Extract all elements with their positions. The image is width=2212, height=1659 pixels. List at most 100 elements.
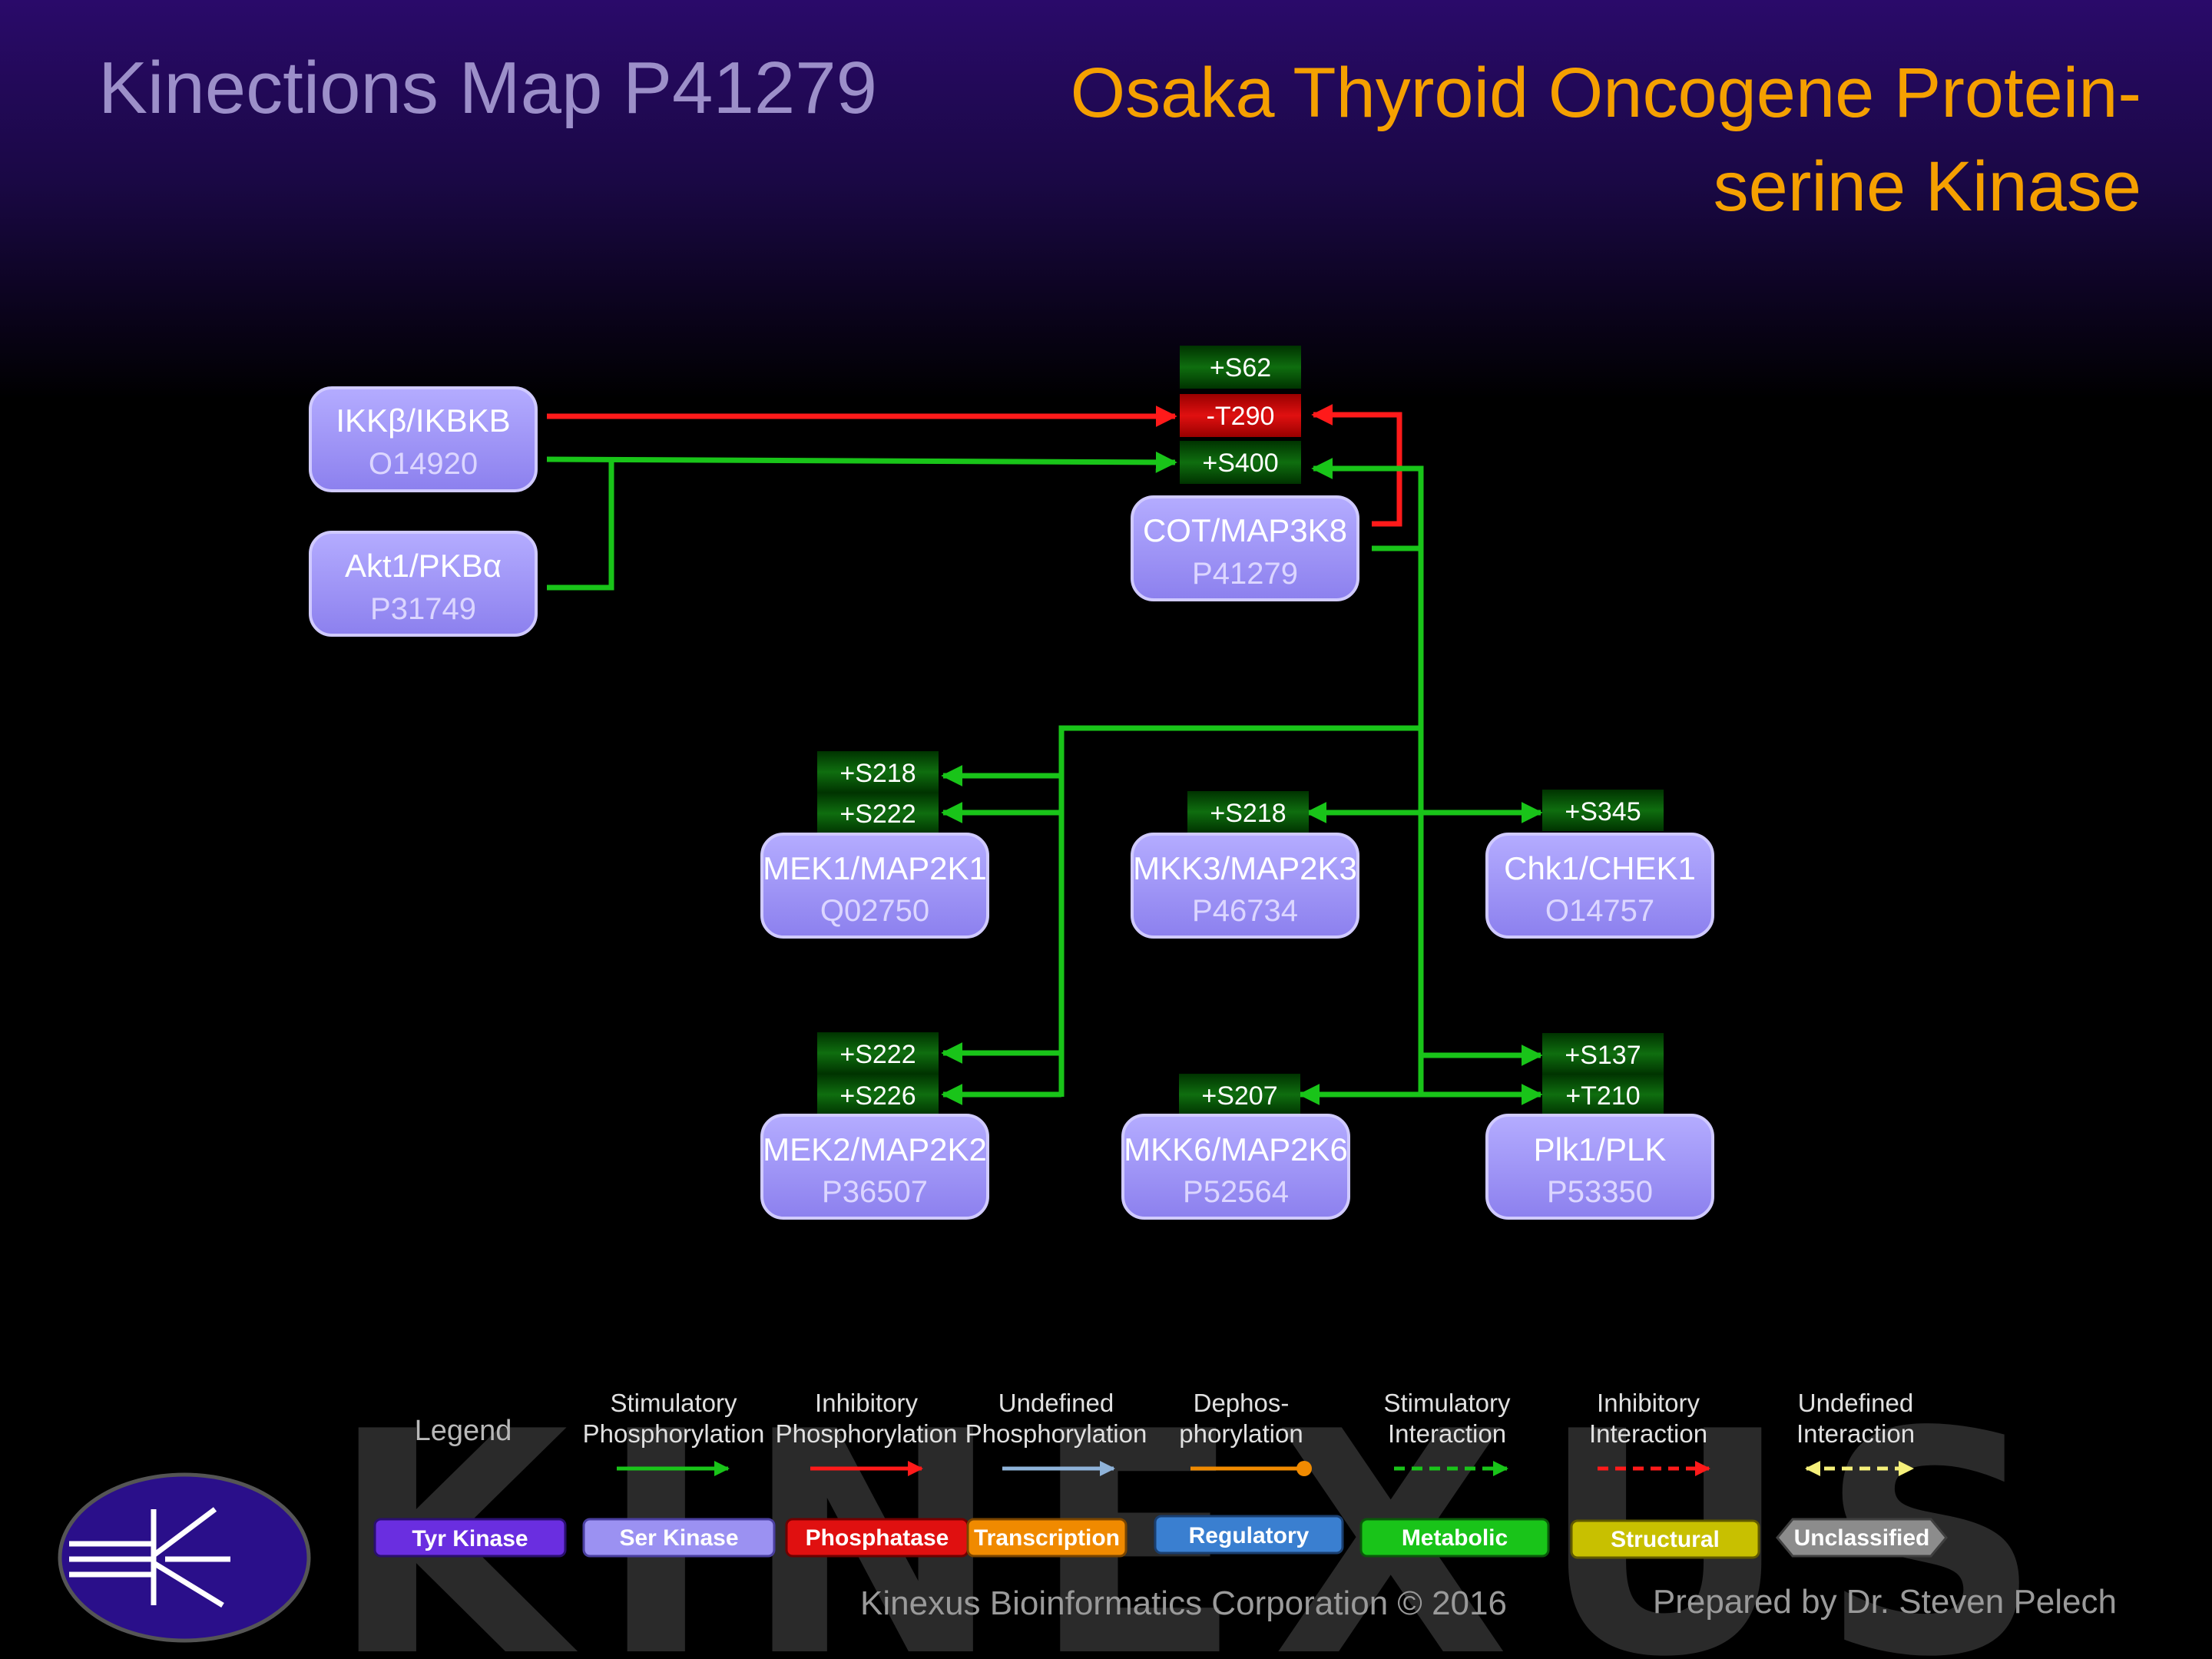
- site-plk1-s137: +S137: [1542, 1033, 1664, 1075]
- footer-company: Kinexus Bioinformatics Corporation © 201…: [860, 1584, 1507, 1622]
- svg-text:Dephos-: Dephos-: [1194, 1389, 1290, 1417]
- node-cot-acc: P41279: [1192, 557, 1298, 591]
- legend-undef-phos: Undefined Phosphorylation: [965, 1389, 1147, 1476]
- node-chk1-name: Chk1/CHEK1: [1504, 850, 1696, 886]
- svg-text:+T210: +T210: [1565, 1081, 1640, 1111]
- svg-text:+S222: +S222: [839, 800, 916, 829]
- site-mkk3-s218: +S218: [1187, 791, 1309, 833]
- site-chk1-s345: +S345: [1542, 790, 1664, 831]
- svg-text:Interaction: Interaction: [1589, 1419, 1707, 1448]
- node-mkk3[interactable]: MKK3/MAP2K3 P46734: [1131, 833, 1359, 939]
- node-chk1-acc: O14757: [1545, 894, 1654, 928]
- node-mek1[interactable]: MEK1/MAP2K1 Q02750: [760, 833, 989, 939]
- protein-name-line1: Osaka Thyroid Oncogene Protein-: [1070, 54, 2141, 132]
- node-mek2-name: MEK2/MAP2K2: [763, 1131, 987, 1167]
- kinexus-logo: [58, 1472, 311, 1643]
- node-mkk6[interactable]: MKK6/MAP2K6 P52564: [1121, 1114, 1350, 1220]
- legend-stim-inter: Stimulatory Interaction: [1383, 1389, 1511, 1476]
- svg-text:+S400: +S400: [1202, 449, 1278, 478]
- legend-title: Legend: [415, 1415, 512, 1447]
- svg-text:Tyr Kinase: Tyr Kinase: [412, 1526, 528, 1551]
- svg-text:Interaction: Interaction: [1796, 1419, 1915, 1448]
- chip-unclassified: Unclassified: [1776, 1518, 1948, 1558]
- svg-text:Stimulatory: Stimulatory: [610, 1389, 737, 1417]
- node-mkk6-name: MKK6/MAP2K6: [1124, 1131, 1348, 1167]
- chip-metabolic: Metabolic: [1359, 1518, 1550, 1558]
- node-mek1-acc: Q02750: [820, 894, 929, 928]
- protein-name-line2: serine Kinase: [1713, 147, 2141, 226]
- site-mek2-s222: +S222: [817, 1032, 939, 1074]
- node-mek2[interactable]: MEK2/MAP2K2 P36507: [760, 1114, 989, 1220]
- node-akt1-name: Akt1/PKBα: [345, 548, 502, 584]
- svg-text:Ser Kinase: Ser Kinase: [619, 1525, 738, 1551]
- svg-text:Phosphatase: Phosphatase: [806, 1525, 949, 1551]
- svg-text:Inhibitory: Inhibitory: [1597, 1389, 1700, 1417]
- svg-text:Unclassified: Unclassified: [1794, 1525, 1930, 1551]
- site-mek2-s226: +S226: [817, 1074, 939, 1115]
- node-mkk6-acc: P52564: [1183, 1175, 1289, 1209]
- edge-cot-s400: [1311, 458, 1424, 548]
- node-plk1-name: Plk1/PLK: [1534, 1131, 1667, 1167]
- legend-stim-phos: Stimulatory Phosphorylation: [583, 1389, 765, 1476]
- node-cot[interactable]: COT/MAP3K8 P41279: [1131, 495, 1359, 601]
- chip-ser-kinase: Ser Kinase: [582, 1518, 776, 1558]
- node-mkk3-name: MKK3/MAP2K3: [1133, 850, 1357, 886]
- legend-undef-inter: Undefined Interaction: [1796, 1389, 1915, 1476]
- phosphosites: +S62 -T290 +S400 +S218 +S222 +S218 +S345: [817, 346, 1664, 1115]
- svg-text:+S207: +S207: [1201, 1081, 1277, 1111]
- svg-text:Regulatory: Regulatory: [1189, 1523, 1310, 1548]
- svg-text:+S62: +S62: [1210, 353, 1271, 382]
- node-akt1-acc: P31749: [370, 592, 476, 626]
- svg-text:+S218: +S218: [839, 759, 916, 788]
- svg-text:+S137: +S137: [1565, 1041, 1641, 1070]
- site-cot-s400: +S400: [1180, 441, 1301, 484]
- node-chk1[interactable]: Chk1/CHEK1 O14757: [1485, 833, 1714, 939]
- chip-phosphatase: Phosphatase: [785, 1518, 969, 1558]
- svg-text:+S222: +S222: [839, 1040, 916, 1069]
- chip-transcription: Transcription: [966, 1518, 1128, 1558]
- svg-text:Metabolic: Metabolic: [1402, 1525, 1508, 1551]
- chip-tyr-kinase: Tyr Kinase: [373, 1518, 567, 1558]
- svg-text:Undefined: Undefined: [1798, 1389, 1913, 1417]
- svg-text:Structural: Structural: [1611, 1527, 1720, 1552]
- svg-text:-T290: -T290: [1207, 402, 1275, 431]
- node-akt1[interactable]: Akt1/PKBα P31749: [309, 531, 538, 637]
- node-ikbkb-acc: O14920: [369, 447, 478, 481]
- svg-text:Phosphorylation: Phosphorylation: [965, 1419, 1147, 1448]
- svg-text:Transcription: Transcription: [974, 1525, 1120, 1551]
- svg-text:Phosphorylation: Phosphorylation: [776, 1419, 958, 1448]
- edge-cot-trunk: [1372, 545, 1424, 1097]
- legend-inhib-phos: Inhibitory Phosphorylation: [776, 1389, 958, 1476]
- edge-akt1-s400: [547, 461, 614, 591]
- node-ikbkb-name: IKKβ/IKBKB: [336, 402, 510, 439]
- header-band: [0, 0, 2212, 399]
- kinexus-watermark: KINEXUS: [330, 1367, 2072, 1659]
- svg-text:Undefined: Undefined: [998, 1389, 1114, 1417]
- chip-structural: Structural: [1570, 1519, 1760, 1559]
- edge-trunk-branch: [1058, 725, 1421, 1097]
- protein-name: Osaka Thyroid Oncogene Protein- serine K…: [989, 46, 2141, 233]
- legend-inhib-inter: Inhibitory Interaction: [1589, 1389, 1710, 1476]
- svg-text:Stimulatory: Stimulatory: [1383, 1389, 1511, 1417]
- svg-text:Interaction: Interaction: [1388, 1419, 1506, 1448]
- site-mek1-s218: +S218: [817, 751, 939, 793]
- svg-text:+S226: +S226: [839, 1081, 916, 1111]
- site-cot-s62: +S62: [1180, 346, 1301, 389]
- connections: [546, 404, 1543, 1105]
- legend-chips: Tyr Kinase Ser Kinase Phosphatase Transc…: [373, 1515, 1948, 1559]
- svg-text:phorylation: phorylation: [1179, 1419, 1303, 1448]
- site-plk1-t210: +T210: [1542, 1074, 1664, 1115]
- chip-regulatory: Regulatory: [1154, 1515, 1344, 1555]
- node-plk1[interactable]: Plk1/PLK P53350: [1485, 1114, 1714, 1220]
- node-cot-name: COT/MAP3K8: [1143, 512, 1347, 548]
- site-mkk6-s207: +S207: [1179, 1074, 1300, 1115]
- site-mek1-s222: +S222: [817, 793, 939, 834]
- svg-text:Inhibitory: Inhibitory: [815, 1389, 918, 1417]
- node-plk1-acc: P53350: [1547, 1175, 1653, 1209]
- site-cot-t290: -T290: [1180, 394, 1301, 437]
- node-ikbkb[interactable]: IKKβ/IKBKB O14920: [309, 386, 538, 492]
- node-mkk3-acc: P46734: [1192, 894, 1298, 928]
- svg-text:Phosphorylation: Phosphorylation: [583, 1419, 765, 1448]
- edge-ikbkb-s400: [546, 451, 1177, 473]
